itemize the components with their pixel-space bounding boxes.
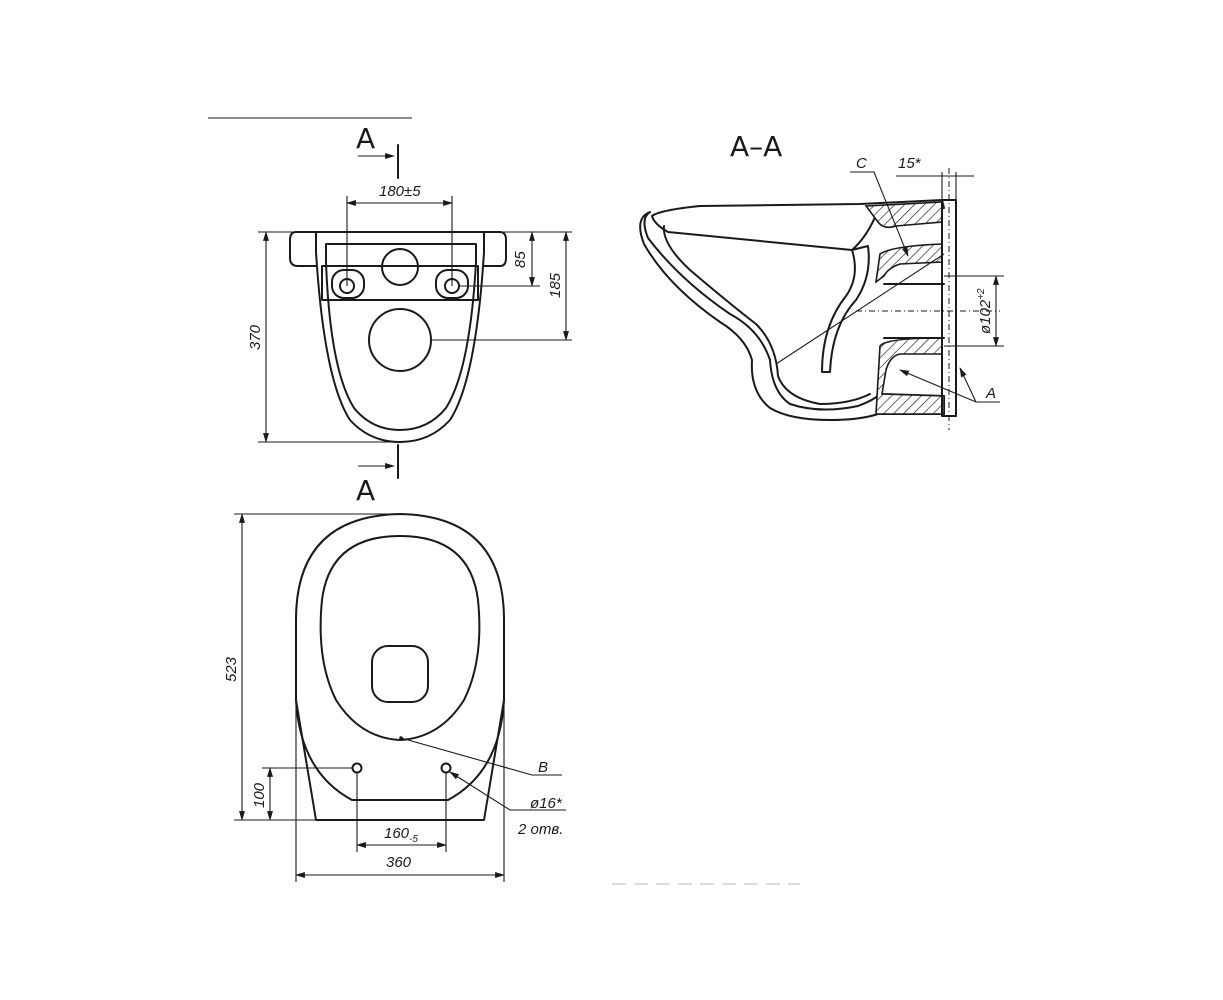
section-letter-top: A [356,122,375,155]
hole-count: 2 отв. [517,821,563,838]
dim-160: 160-5 [384,825,418,845]
dim-length: 523 [223,656,240,682]
outlet-diameter: ø102+2 [976,288,994,334]
label-a: A [985,385,996,402]
top-view: B ø16* 2 отв. 523 100 160-5 360 [223,513,566,882]
dim-width: 360 [386,854,412,871]
back-view: A A 180±5 85 18 [208,117,572,507]
section-cut-top: A [356,122,399,179]
label-c: C [856,155,867,172]
label-b: B [538,759,548,776]
section-cut-bottom: A [356,444,399,507]
dim-185: 185 [547,272,564,298]
dim-height: 370 [247,324,264,350]
section-letter-bottom: A [356,474,375,507]
dim-100: 100 [251,782,268,808]
hole-diameter: ø16* [530,795,563,812]
section-title: A–A [730,130,782,163]
dim-85: 85 [512,251,529,268]
dim-15: 15* [898,155,922,172]
dim-hole-spacing: 180±5 [379,183,421,200]
section-view: A–A C 15* ø102+2 [639,130,1004,430]
